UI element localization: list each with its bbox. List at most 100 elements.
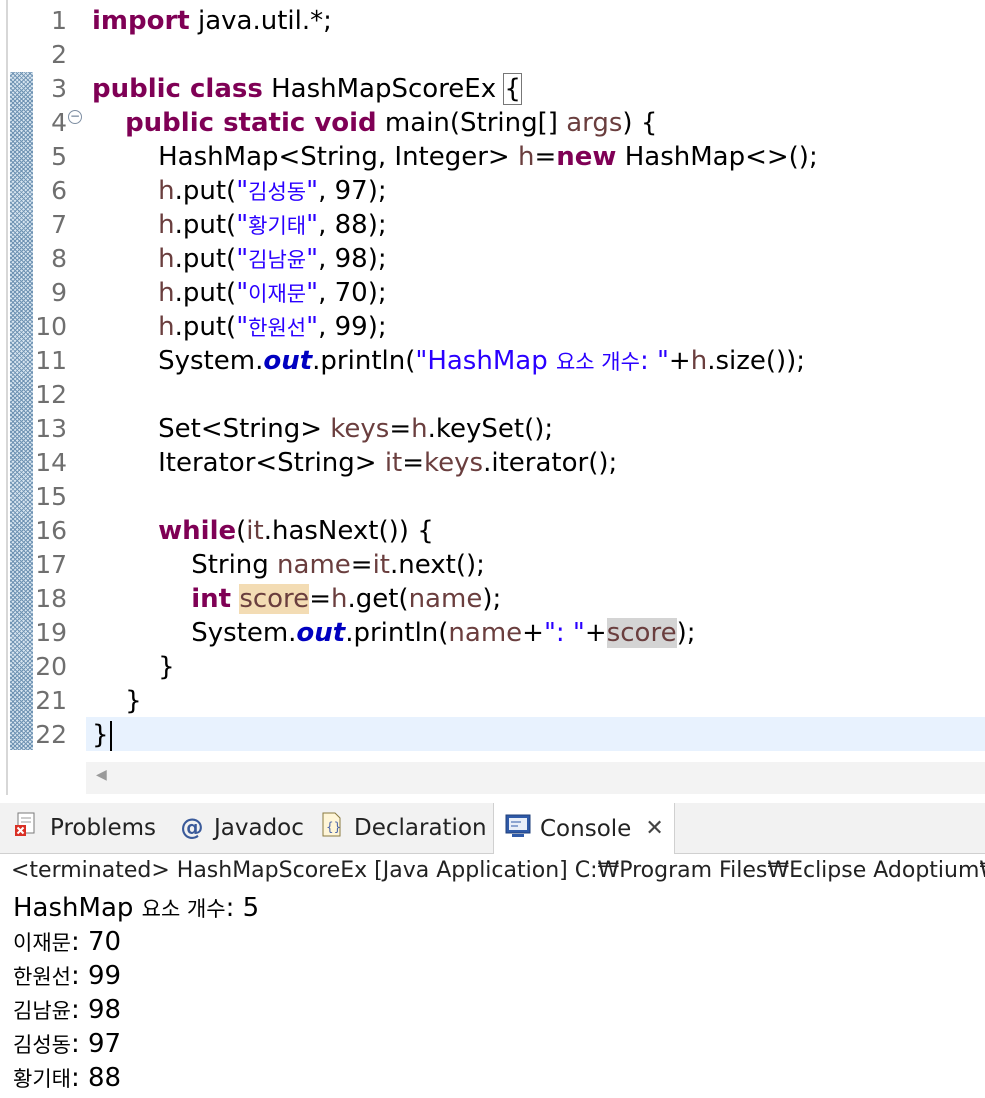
output-name: 김성동 [13, 1033, 71, 1057]
string-literal: 김성동 [248, 180, 307, 204]
output-name: 이재문 [13, 931, 71, 955]
code-token: Iterator<String> [158, 448, 385, 478]
code-token: = [402, 448, 425, 478]
current-line-highlight [86, 717, 985, 751]
code-token: String [191, 550, 278, 580]
string-literal: "HashMap [415, 346, 556, 376]
code-token: .keySet(); [427, 414, 554, 444]
code-token: .put( [174, 312, 237, 342]
local-variable: it [246, 516, 264, 546]
code-editor[interactable]: 1 2 3 4 5 6 7 8 9 10 11 12 13 14 15 16 1… [0, 0, 985, 795]
output-text: HashMap [13, 893, 142, 923]
string-literal: " [236, 244, 249, 274]
line-number: 10 [35, 312, 67, 341]
code-line: h.put("김남윤", 98); [92, 242, 818, 276]
output-name: 황기태 [13, 1067, 71, 1091]
output-value: : 99 [70, 961, 122, 991]
code-line: } [92, 650, 818, 684]
code-text[interactable]: import java.util.*; public class HashMap… [92, 4, 818, 752]
string-literal: 한원선 [248, 316, 307, 340]
tab-console[interactable]: Console ✕ [493, 803, 675, 854]
code-token: .put( [174, 210, 237, 240]
keyword: new [556, 142, 617, 172]
tab-javadoc[interactable]: @ Javadoc [178, 803, 304, 853]
local-variable: it [372, 550, 390, 580]
code-line: h.put("이재문", 70); [92, 276, 818, 310]
line-number: 17 [35, 550, 67, 579]
output-value: : 70 [70, 927, 122, 957]
code-token: .put( [174, 278, 237, 308]
keyword: import [92, 6, 190, 36]
code-token: , 98); [318, 244, 387, 274]
svg-text:{}: {} [326, 820, 341, 834]
tab-declaration[interactable]: {} Declaration [318, 803, 487, 853]
code-token: } [92, 720, 109, 750]
code-token: Set<String> [158, 414, 331, 444]
close-icon[interactable]: ✕ [645, 816, 664, 841]
horizontal-scrollbar[interactable]: ◀ [86, 762, 985, 794]
local-variable: h [158, 244, 175, 274]
at-sign-icon: @ [180, 815, 204, 841]
code-token: .hasNext()) { [263, 516, 434, 546]
code-token: HashMap<>(); [616, 142, 818, 172]
code-line: int score=h.get(name); [92, 582, 818, 616]
code-token: = [534, 142, 557, 172]
local-variable: h [158, 210, 175, 240]
scroll-left-icon[interactable]: ◀ [96, 767, 107, 783]
string-literal: 김남윤 [248, 248, 307, 272]
string-literal: " [236, 210, 249, 240]
output-value: : 98 [70, 995, 122, 1025]
code-token: = [389, 414, 412, 444]
code-line: } [92, 684, 818, 718]
code-token: } [158, 652, 175, 682]
code-token: , 70); [318, 278, 387, 308]
parameter: args [566, 108, 623, 138]
code-token: + [584, 618, 607, 648]
line-number: 1 [51, 6, 67, 35]
line-number: 13 [35, 414, 67, 443]
collapse-icon[interactable]: − [68, 109, 82, 124]
line-number: 2 [51, 40, 67, 69]
code-token: } [125, 686, 142, 716]
keyword: while [158, 516, 237, 546]
local-variable: h [158, 176, 175, 206]
output-line: 한원선: 99 [13, 959, 259, 993]
matching-brace: { [503, 73, 522, 105]
console-output[interactable]: HashMap 요소 개수: 5 이재문: 70 한원선: 99 김남윤: 98… [13, 891, 259, 1095]
tab-problems[interactable]: Problems [14, 803, 156, 853]
code-token: .get( [347, 584, 409, 614]
line-number: 9 [51, 278, 67, 307]
code-token: , 99); [318, 312, 387, 342]
line-number: 12 [35, 380, 67, 409]
code-line: String name=it.next(); [92, 548, 818, 582]
local-variable: name [408, 584, 483, 614]
string-literal: ": " [543, 618, 585, 648]
local-variable: keys [330, 414, 390, 444]
tab-problems-label: Problems [50, 815, 157, 841]
class-name: HashMapScoreEx [262, 74, 505, 104]
bottom-panel: Problems @ Javadoc {} Declaration [0, 795, 985, 1098]
line-number: 21 [35, 686, 67, 715]
code-token: ); [676, 618, 696, 648]
output-line: HashMap 요소 개수: 5 [13, 891, 259, 925]
output-line: 김성동: 97 [13, 1027, 259, 1061]
console-status: <terminated> HashMapScoreEx [Java Applic… [11, 858, 985, 883]
output-value: : 88 [70, 1063, 122, 1093]
local-variable: h [158, 312, 175, 342]
code-line: HashMap<String, Integer> h=new HashMap<>… [92, 140, 818, 174]
string-literal: " [306, 210, 319, 240]
code-token: System. [158, 346, 264, 376]
string-literal: " [306, 176, 319, 206]
problems-icon [14, 811, 42, 845]
code-token: , 97); [318, 176, 387, 206]
code-token: ( [236, 516, 247, 546]
code-line: } [92, 718, 818, 752]
code-line [92, 480, 818, 514]
code-line: Iterator<String> it=keys.iterator(); [92, 446, 818, 480]
output-text: 요소 개수 [141, 897, 226, 921]
code-token: .println( [312, 346, 416, 376]
local-variable: h [518, 142, 535, 172]
code-token: ); [482, 584, 502, 614]
keyword: int [191, 584, 232, 614]
line-number: 8 [51, 244, 67, 273]
